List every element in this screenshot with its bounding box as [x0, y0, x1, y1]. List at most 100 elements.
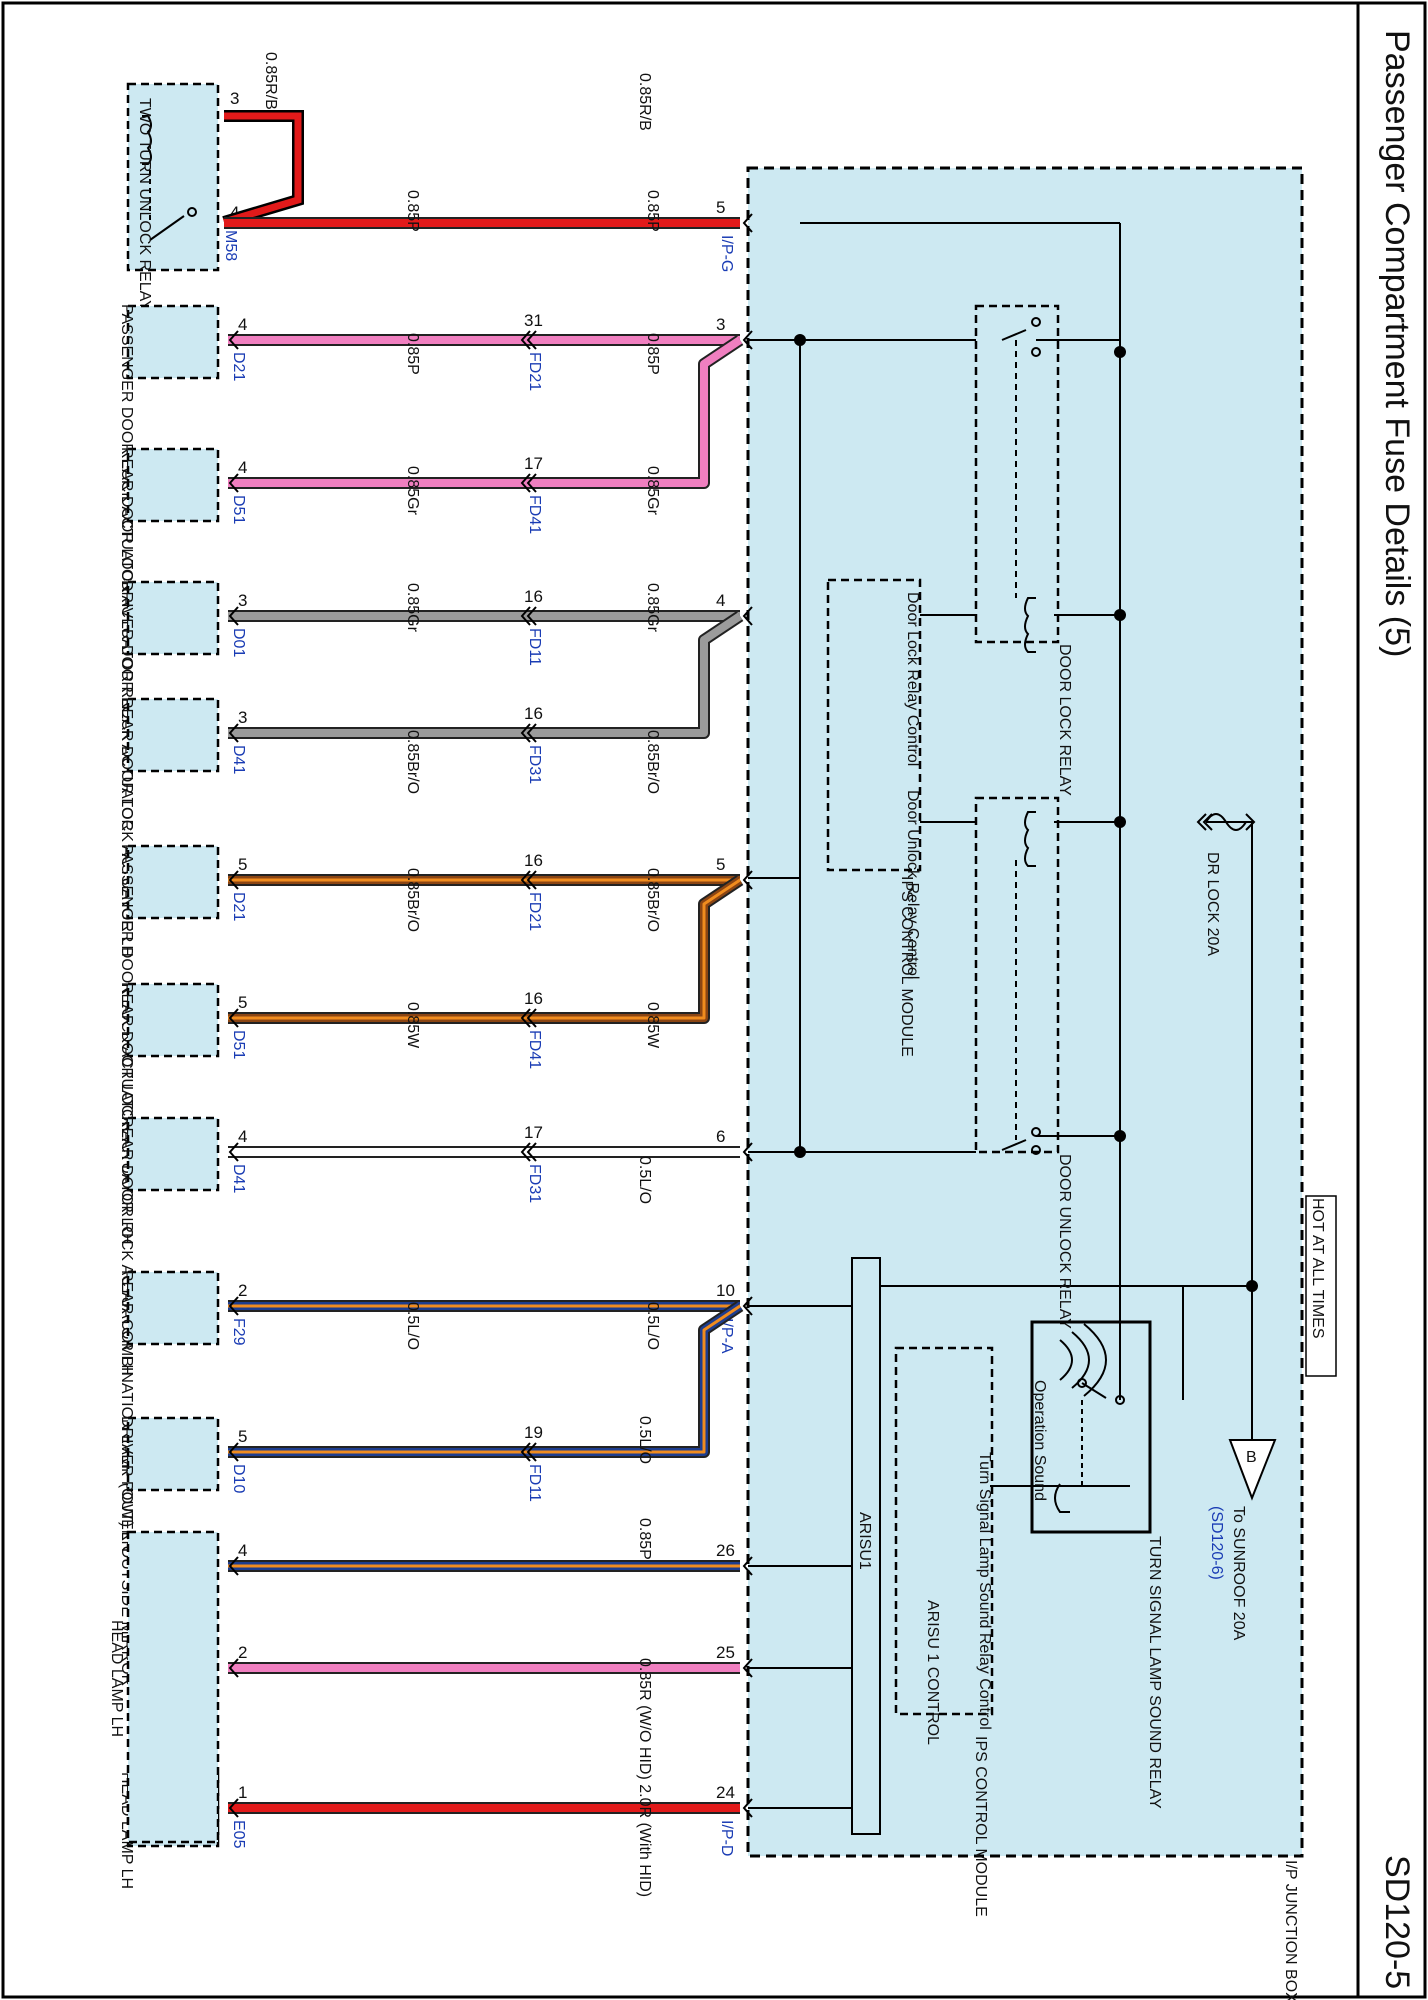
fd-connector-5-group: FD21	[526, 892, 543, 931]
comp-arrow-3	[228, 606, 239, 626]
fd-connector-2-group: FD41	[526, 495, 543, 534]
relay-connector: M58	[222, 230, 239, 261]
fd-connector-9-group: FD11	[526, 1464, 543, 1502]
comp-arrow-6	[228, 1008, 239, 1028]
wire-label-right-11: 0.85P	[636, 1518, 653, 1560]
junction-box-label: I/P JUNCTION BOX	[1282, 1860, 1299, 2000]
component-box-3	[126, 580, 220, 656]
comp-connector-1: D21	[230, 352, 247, 381]
comp-connector-8-group: F29	[230, 1318, 247, 1346]
wire-label-right-7-group: 0.85W	[644, 1002, 661, 1049]
circuits: 5I/P-G0.85R/B30.85P31FD210.85P4D21PASSEN…	[108, 73, 753, 1897]
jb-pin-arrow-12	[742, 1798, 753, 1818]
comp-connector-3: D01	[230, 628, 247, 657]
door-lock-relay-label: DOOR LOCK RELAY	[1056, 644, 1073, 796]
jb-pin-0: 5	[716, 198, 725, 217]
fd-arrow-b-4	[526, 723, 537, 743]
junction-box	[746, 166, 1304, 1858]
power-bus	[876, 339, 1253, 1468]
comp-connector-12-group: E05	[230, 1820, 247, 1849]
comp-arrow-7	[228, 1142, 239, 1162]
wire-label-right-12: 0.85R (W/O HID) 2.0R (With HID)	[636, 1658, 653, 1897]
wire-label-left-4: 0.85Gr	[404, 583, 421, 633]
fd-pin-4: 16	[524, 704, 543, 723]
jb-connector-12: I/P-D	[718, 1820, 735, 1856]
head-lamp-label-group: HEAD LAMP LH	[108, 1620, 125, 1737]
fd-pin-1: 31	[524, 311, 543, 330]
fd-arrow-b-5	[526, 870, 537, 890]
comp-pin-2: 4	[238, 458, 247, 477]
comp-arrow-4	[228, 723, 239, 743]
comp-pin-7: 4	[238, 1127, 247, 1146]
wire-label-left-9-group: 0.5L/O	[404, 1302, 421, 1350]
comp-connector-4-group: D41	[230, 745, 247, 774]
jb-pin-8: 10	[716, 1281, 735, 1300]
comp-pin-11: 2	[238, 1643, 247, 1662]
jb-pin-arrow-3	[742, 606, 753, 626]
comp-arrow-2	[228, 473, 239, 493]
fd-arrow-b-9	[526, 1442, 537, 1462]
comp-pin-12: 1	[238, 1783, 247, 1802]
circuit-wire-2-fill	[228, 336, 743, 487]
fd-arrow-b-2	[526, 473, 537, 493]
comp-connector-7-group: D41	[230, 1164, 247, 1193]
wire-label-left-7-group: 0.85W	[404, 1002, 421, 1049]
comp-connector-4: D41	[230, 745, 247, 774]
fd-arrow-b-1	[526, 330, 537, 350]
head-lamp-label: HEAD LAMP LH	[108, 1620, 125, 1737]
head-lamp-box	[126, 1530, 220, 1844]
comp-connector-8: F29	[230, 1318, 247, 1346]
door-lock-relay-coil	[1001, 317, 1041, 653]
wire-label-left-6: 0.85Br/O	[404, 868, 421, 932]
door-lock-relay	[974, 304, 1060, 644]
component-box-7	[126, 1116, 220, 1192]
relay-loop-wire: 0.85R/B	[262, 52, 279, 110]
comp-connector-6: D51	[230, 1030, 247, 1059]
wire-label-left-9: 0.5L/O	[404, 1302, 421, 1350]
circuit-wire-6-stripe	[228, 878, 741, 1020]
fd-arrow-3	[520, 606, 531, 626]
fd-arrow-1	[520, 330, 531, 350]
jb-connector-8: I/P-A	[718, 1318, 735, 1354]
ips-control-module-1	[826, 578, 922, 872]
jb-pin-arrow-10	[742, 1556, 753, 1576]
component-box-8	[126, 1270, 220, 1346]
wire-label-right-8-group: 0.5L/O	[636, 1156, 653, 1204]
fd-arrow-4	[520, 723, 531, 743]
turn-relay-control: Turn Signal Lamp Sound Relay Control	[976, 1452, 993, 1730]
wire-label-left-2-group: 0.85P	[404, 333, 421, 375]
wire-label-right-0: 0.85R/B	[636, 73, 653, 131]
turn-relay-label: TURN SIGNAL LAMP SOUND RELAY	[1146, 1536, 1163, 1809]
wire-label-right-0-group: 0.85R/B	[636, 73, 653, 131]
arisu1-bus	[851, 1257, 881, 1835]
hot-label: HOT AT ALL TIMES	[1309, 1198, 1326, 1339]
comp-connector-6-group: D51	[230, 1030, 247, 1059]
fd-connector-7: FD31	[526, 1164, 543, 1203]
fd-connector-6: FD41	[526, 1030, 543, 1069]
fd-arrow-7	[520, 1142, 531, 1162]
jb-pin-1: 3	[716, 315, 725, 334]
comp-pin-9: 5	[238, 1427, 247, 1446]
component-box-2	[126, 447, 220, 523]
wire-label-left-1: 0.85P	[404, 190, 421, 232]
jb-pin-5: 5	[716, 855, 725, 874]
wire-label-left-2: 0.85P	[404, 333, 421, 375]
circuit-wire-9-stripe	[228, 1304, 741, 1454]
comp-pin-10: 4	[238, 1541, 247, 1560]
wire-label-left-3: 0.85Gr	[404, 466, 421, 516]
fd-arrow-5	[520, 870, 531, 890]
comp-arrow-5	[228, 870, 239, 890]
comp-pin-4: 3	[238, 708, 247, 727]
ips-module-2-label: IPS CONTROL MODULE	[972, 1736, 989, 1917]
door-lock-relay-control: Door Lock Relay Control	[904, 592, 921, 766]
jb-connector-0-group: I/P-G	[718, 235, 735, 272]
comp-connector-9-group: D10	[230, 1464, 247, 1493]
wire-label-right-5-group: 0.85Br/O	[644, 730, 661, 794]
fd-connector-3-group: FD11	[526, 628, 543, 666]
comp-arrow-12	[228, 1798, 239, 1818]
fd-connector-4-group: FD31	[526, 745, 543, 784]
door-unlock-relay-coil	[1001, 811, 1041, 1155]
fd-pin-3: 16	[524, 587, 543, 606]
comp-pin-3: 3	[238, 591, 247, 610]
